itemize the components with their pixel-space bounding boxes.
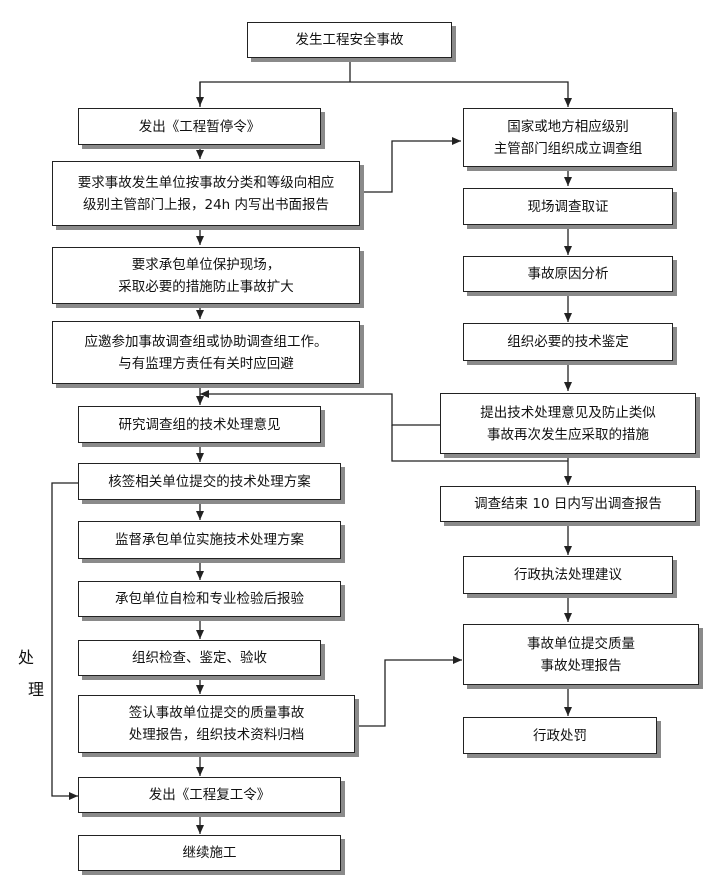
- box-administrative-penalty: 行政处罚: [463, 717, 657, 754]
- side-label-li: 理: [28, 680, 45, 699]
- box-technical-appraisal: 组织必要的技术鉴定: [463, 323, 673, 361]
- arrow-r5-feedback: [200, 390, 440, 426]
- box-form-investigation-team: 国家或地方相应级别 主管部门组织成立调查组: [463, 108, 673, 167]
- box-administrative-suggestion: 行政执法处理建议: [463, 556, 673, 594]
- box-start: 发生工程安全事故: [247, 22, 452, 58]
- arrow-l2-r1: [360, 137, 461, 193]
- box-self-check: 承包单位自检和专业检验后报验: [78, 581, 341, 617]
- box-sign-report-archive: 签认事故单位提交的质量事故 处理报告，组织技术资料归档: [78, 695, 355, 753]
- box-study-opinion: 研究调查组的技术处理意见: [78, 406, 321, 443]
- box-cause-analysis: 事故原因分析: [463, 256, 673, 292]
- box-propose-measures: 提出技术处理意见及防止类似 事故再次发生应采取的措施: [440, 393, 696, 454]
- arrow-l10-r8: [355, 656, 462, 727]
- arrow-l6-to-l11: [51, 482, 82, 800]
- side-label-chu: 处: [18, 648, 35, 667]
- box-sign-plan: 核签相关单位提交的技术处理方案: [78, 463, 341, 500]
- box-resume-order: 发出《工程复工令》: [78, 777, 341, 813]
- box-investigation-report: 调查结束 10 日内写出调查报告: [440, 486, 696, 522]
- box-inspect-accept: 组织检查、鉴定、验收: [78, 640, 321, 676]
- box-report-requirement: 要求事故发生单位按事故分类和等级向相应 级别主管部门上报，24h 内写出书面报告: [52, 161, 360, 226]
- box-collect-evidence: 现场调查取证: [463, 188, 673, 225]
- line-r5-feedback-down: [391, 425, 568, 462]
- box-quality-report: 事故单位提交质量 事故处理报告: [463, 624, 699, 685]
- arrow-start-to-r1: [199, 81, 572, 107]
- box-supervise-plan: 监督承包单位实施技术处理方案: [78, 521, 341, 559]
- box-issue-stop-order: 发出《工程暂停令》: [78, 108, 321, 145]
- box-protect-scene: 要求承包单位保护现场， 采取必要的措施防止事故扩大: [52, 247, 360, 304]
- box-continue-construction: 继续施工: [78, 835, 341, 871]
- box-join-investigation: 应邀参加事故调查组或协助调查组工作。 与有监理方责任有关时应回避: [52, 321, 360, 384]
